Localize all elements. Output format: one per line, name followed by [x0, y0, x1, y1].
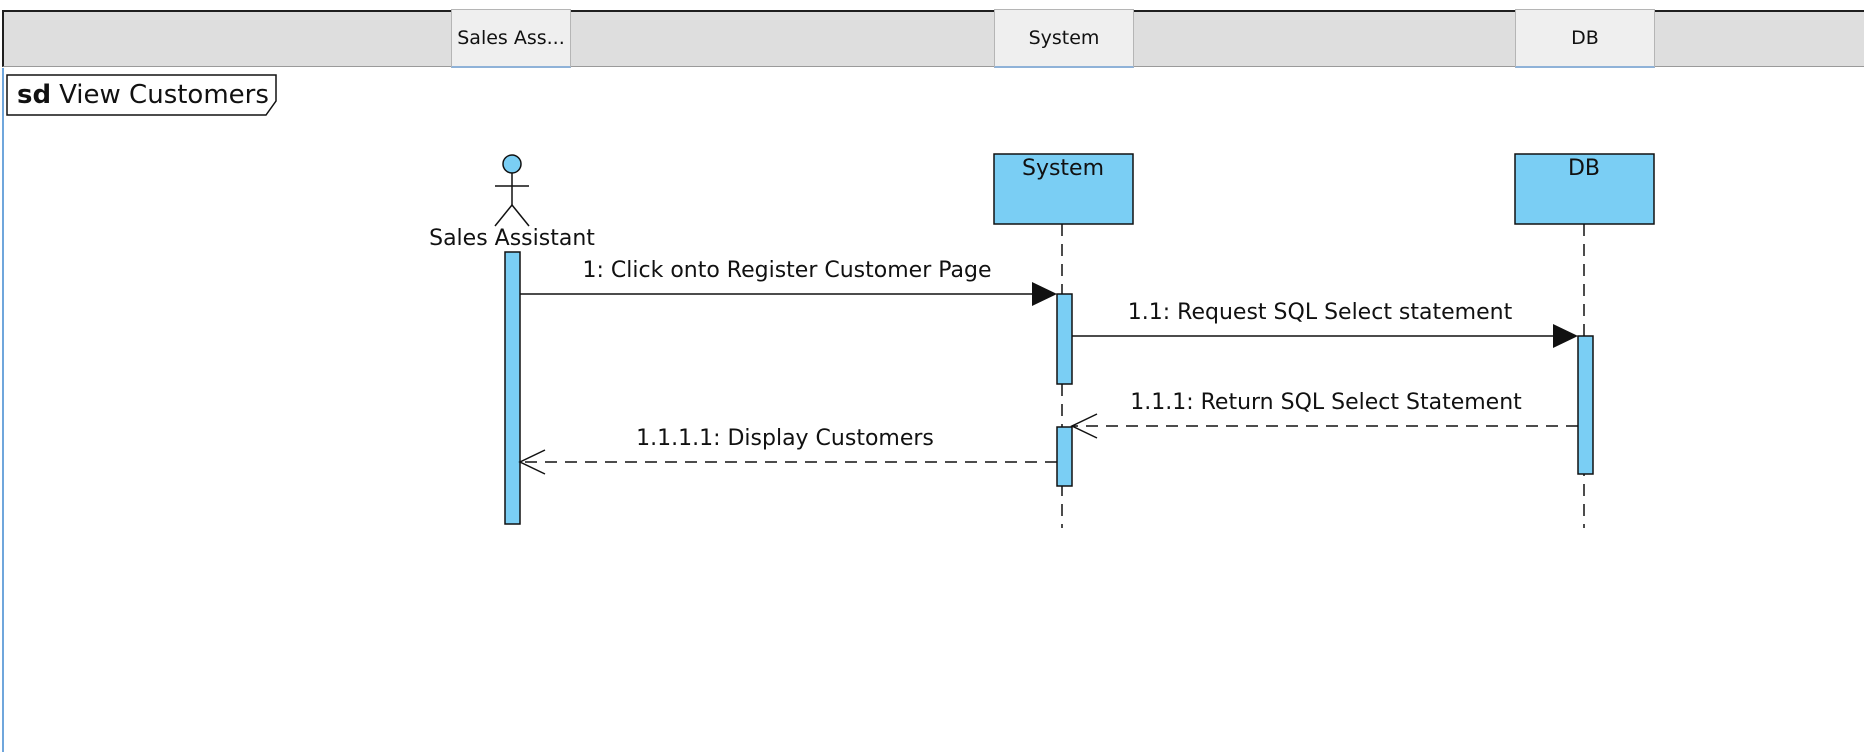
lifeline-label-sales-assistant: Sales Assistant	[429, 226, 595, 251]
message-arrow-1-1-1-1[interactable]	[518, 449, 1057, 475]
lifeline-head-db[interactable]	[1514, 153, 1655, 225]
activation-bar-system-1	[1056, 293, 1073, 385]
header-tab-sales-assistant[interactable]: Sales Ass...	[451, 9, 571, 68]
message-label-1-1-1: 1.1.1: Return SQL Select Statement	[1130, 390, 1522, 415]
activation-bar-system-2	[1056, 426, 1073, 487]
message-label-1: 1: Click onto Register Customer Page	[582, 258, 992, 283]
lifeline-head-system[interactable]	[993, 153, 1134, 225]
frame-keyword: sd	[17, 80, 52, 110]
frame-title: sd View Customers	[8, 75, 269, 115]
frame-name: View Customers	[59, 80, 269, 110]
message-arrow-1-1[interactable]	[1072, 324, 1578, 348]
activation-bar-db	[1577, 335, 1594, 475]
message-arrow-1[interactable]	[520, 282, 1057, 306]
header-tab-db[interactable]: DB	[1515, 9, 1655, 68]
message-label-1-1-1-1: 1.1.1.1: Display Customers	[636, 426, 934, 451]
message-label-1-1: 1.1: Request SQL Select statement	[1127, 300, 1513, 325]
activation-bar-sales-assistant	[504, 251, 521, 525]
message-arrow-1-1-1[interactable]	[1070, 413, 1578, 439]
lifeline-label-system: System	[1021, 156, 1105, 181]
header-tab-system[interactable]: System	[994, 9, 1134, 68]
lifeline-label-db: DB	[1567, 156, 1601, 181]
frame-tab-outline	[6, 74, 277, 116]
actor-icon[interactable]	[494, 154, 530, 227]
